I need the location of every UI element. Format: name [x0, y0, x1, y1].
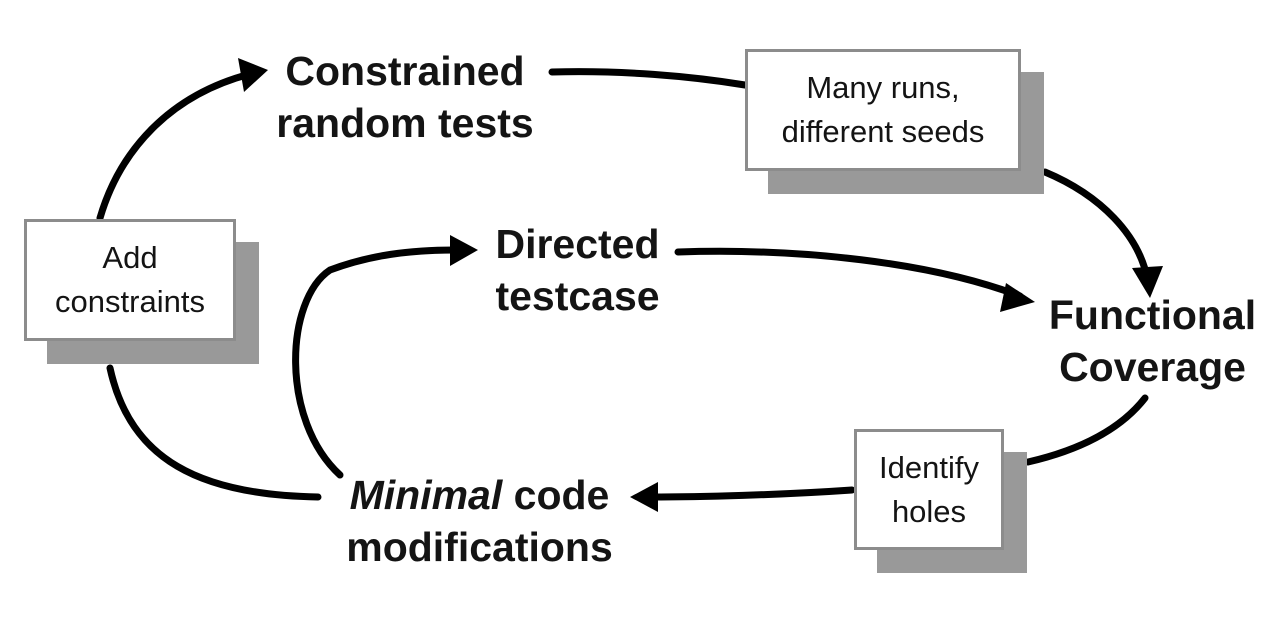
arrow-many-runs-to-coverage [1041, 168, 1152, 286]
arrow-identify-holes-to-minimal [646, 486, 856, 501]
identify-holes-line1: Identify [879, 449, 979, 485]
coverage-line1: Functional [1048, 292, 1257, 338]
arrowhead-coverage-left [1000, 283, 1035, 312]
arrow-constrained-to-many-runs [548, 68, 749, 89]
directed-testcase-node: Directed testcase [470, 218, 685, 322]
add-constraints-box: Add constraints [24, 219, 236, 341]
add-constraints-line2: constraints [55, 284, 205, 319]
arrow-minimal-to-add-constraints [106, 364, 322, 501]
constrained-random-tests-node: Constrained random tests [255, 45, 555, 149]
directed-line1: Directed [495, 221, 660, 267]
coverage-line2: Coverage [1059, 344, 1246, 390]
arrowhead-coverage-top [1132, 266, 1163, 298]
arrowhead-minimal [630, 482, 658, 512]
arrow-coverage-to-identify-holes [1024, 394, 1149, 466]
functional-coverage-node: Functional Coverage [1035, 289, 1270, 393]
many-runs-line2: different seeds [781, 114, 985, 149]
constrained-line1: Constrained [285, 48, 525, 94]
many-runs-line1: Many runs, [806, 70, 960, 105]
minimal-code-modifications-node: Minimal code modifications [322, 469, 637, 573]
identify-holes-line2: holes [891, 493, 967, 529]
arrow-minimal-to-directed [292, 246, 459, 479]
minimal-italic: Minimal [349, 472, 503, 518]
minimal-line1-rest: code [502, 472, 610, 518]
many-runs-box: Many runs, different seeds [745, 49, 1021, 171]
constrained-line2: random tests [276, 100, 534, 146]
identify-holes-box: Identify holes [854, 429, 1004, 550]
add-constraints-line1: Add [102, 240, 158, 275]
arrow-add-constraints-to-constrained [96, 70, 254, 222]
minimal-line2: modifications [346, 524, 613, 570]
arrowhead-constrained [238, 58, 268, 92]
directed-line2: testcase [495, 273, 660, 319]
minimal-line1: Minimal code [322, 469, 637, 521]
arrowhead-directed [450, 235, 478, 266]
arrow-directed-to-coverage [674, 247, 1024, 300]
